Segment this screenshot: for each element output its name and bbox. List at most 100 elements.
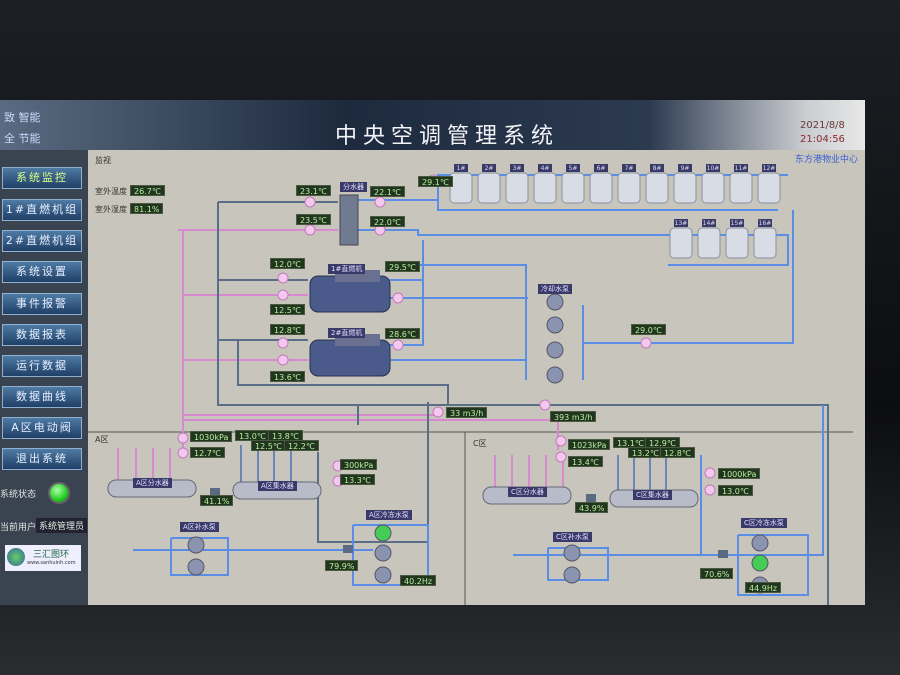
nav-a-valve[interactable]: A区电动阀 [2,417,82,439]
header: 致 智能 全 节能 中央空调管理系统 2021/8/8 21:04:56 [0,100,865,150]
chiller-2-cw: 28.6℃ [385,328,420,339]
nav-settings[interactable]: 系统设置 [2,261,82,283]
cooling-tower-icon [673,172,697,204]
sensor-icon [177,432,189,444]
cooling-tower-label: 13# [675,220,688,227]
nav-curves[interactable]: 数据曲线 [2,386,82,408]
chiller-2-out: 13.6℃ [270,371,305,382]
flow-2: 393 m3/h [550,411,597,422]
nav-chiller-1[interactable]: 1#直燃机组 [2,199,82,221]
a-sensor-3: 12.5℃ [251,440,286,451]
cooling-tower-tag [538,164,552,172]
a-temp-1: 12.7℃ [190,447,225,458]
valve-icon [210,488,220,496]
value-t3: 29.1℃ [418,176,453,187]
valve-icon [343,545,353,553]
logo-name: 三汇图环 [33,550,70,560]
slogan-2: 全 节能 [4,132,41,145]
nav-alarms[interactable]: 事件报警 [2,293,82,315]
a-valve2-open: 79.9% [325,560,359,571]
cooling-tower-icon [561,172,585,204]
cooling-tower-icon [505,172,529,204]
distributor-label: 分水器 [340,182,367,192]
a-vessel-2: A区集水器 [258,481,297,491]
chiller-1-label: 1#直燃机 [328,264,366,274]
pump-icon [563,566,581,584]
a-pump-freq: 40.2Hz [400,575,437,586]
pump-icon [187,558,205,576]
pipe [388,264,527,298]
outdoor-hum-label: 室外湿度 [95,205,127,214]
pipe [547,547,609,581]
pipe [217,202,438,406]
c-vessel-1: C区分水器 [508,487,547,497]
chiller-1-cw: 29.5℃ [385,261,420,272]
flow-1: 33 m3/h [446,407,488,418]
sensor-icon [704,484,716,496]
logo: 三汇图环 www.sanhuinh.com [5,545,81,571]
nav-run-data[interactable]: 运行数据 [2,355,82,377]
a-valve-open: 41.1% [200,495,234,506]
sensor-icon [392,339,404,351]
value-t5: 22.0℃ [370,216,405,227]
pipe [317,402,429,543]
sensor-icon [555,451,567,463]
section-label: 监视 [95,156,111,165]
pipe [737,534,809,596]
pump-icon [546,293,564,311]
cooling-tower-label: 2# [485,165,494,172]
c-temp-2: 13.0℃ [718,485,753,496]
outdoor-temp: 26.7℃ [130,185,165,196]
pipe [388,240,424,281]
sensor-icon [640,337,652,349]
nav-exit[interactable]: 退出系统 [2,448,82,470]
user-value: 系统管理员 [36,518,88,533]
status-label: 系统状态 [0,490,37,500]
cooling-tower-label: 7# [625,165,634,172]
nav-chiller-2[interactable]: 2#直燃机组 [2,230,82,252]
sensor-icon [277,289,289,301]
c-pump-group-1: C区补水泵 [553,532,592,542]
cooling-water-temp: 29.0℃ [631,324,666,335]
a-pressure-1: 1030kPa [190,431,233,442]
sensor-icon [555,435,567,447]
outdoor-temp-label: 室外温度 [95,187,127,196]
c-pump-freq: 44.9Hz [745,582,782,593]
nav-system-monitor[interactable]: 系统监控 [2,167,82,189]
chiller-1-in: 12.0℃ [270,258,305,269]
cooling-tower-label: 11# [735,165,748,172]
cooling-tower-tag [702,219,716,227]
sensor-icon [304,196,316,208]
cooling-pump-label: 冷却水泵 [538,284,572,294]
cooling-tower-icon [757,172,781,204]
zone-a-label: A区 [95,435,109,444]
cooling-tower-icon [753,227,777,259]
c-pressure-1: 1023kPa [568,439,611,450]
valve-icon [586,494,596,502]
value-t1: 23.1℃ [296,185,331,196]
sensor-icon [704,467,716,479]
diagram-area: 1#2#3#4#5#6#7#8#9#10#11#12#13#14#15#16# … [88,150,865,605]
time: 21:04:56 [800,134,845,145]
cooling-tower-tag [730,219,744,227]
chiller-2-in: 12.8℃ [270,324,305,335]
pipe [583,210,794,344]
a-pump-group-1: A区补水泵 [180,522,219,532]
nav-reports[interactable]: 数据报表 [2,324,82,346]
chiller-1-out: 12.5℃ [270,304,305,315]
cooling-tower-tag [762,164,776,172]
pump-icon [546,341,564,359]
cooling-tower-label: 15# [731,220,744,227]
sensor-icon [177,447,189,459]
cooling-tower-label: 10# [707,165,720,172]
c-temp-1: 13.4℃ [568,456,603,467]
pump-icon [563,544,581,562]
cooling-tower-label: 1# [457,165,466,172]
a-pressure-2: 300kPa [340,459,378,470]
pipe-diagram: 1#2#3#4#5#6#7#8#9#10#11#12#13#14#15#16# [88,164,853,605]
cooling-tower-tag [454,164,468,172]
pump-icon [374,544,392,562]
c-vessel-2: C区集水器 [633,490,672,500]
pump-icon [374,524,392,542]
sensor-icon [392,292,404,304]
